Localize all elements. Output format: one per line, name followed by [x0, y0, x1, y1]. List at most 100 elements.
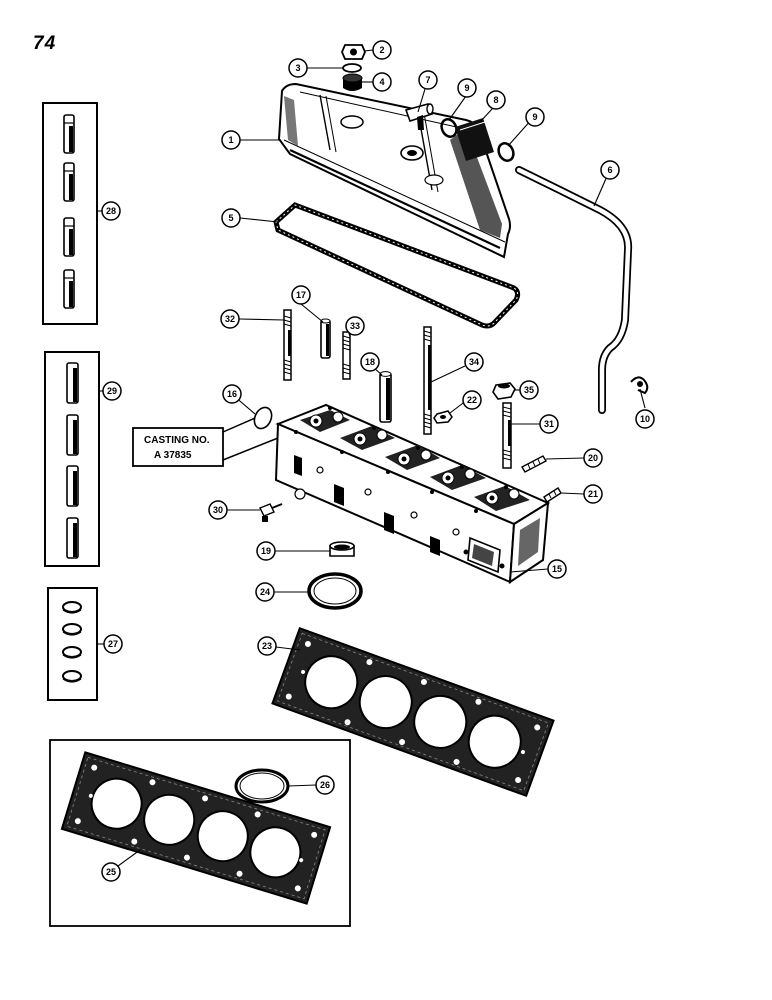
- callout-29: 29: [102, 381, 122, 401]
- svg-text:24: 24: [260, 587, 270, 597]
- part-5-cover-gasket: [273, 202, 521, 329]
- callout-23: 23: [257, 636, 277, 656]
- svg-text:26: 26: [320, 780, 330, 790]
- part-18-sleeve: [379, 371, 392, 423]
- callout-5: 5: [221, 208, 241, 228]
- part-9-hose-clamp-right: [497, 142, 515, 162]
- part-10-clip: [630, 376, 649, 395]
- callout-25: 25: [101, 862, 121, 882]
- svg-text:18: 18: [365, 357, 375, 367]
- callout-17: 17: [291, 285, 311, 305]
- callout-19: 19: [256, 541, 276, 561]
- svg-text:10: 10: [640, 414, 650, 424]
- part-33-stud: [342, 331, 351, 380]
- part-21-stud: [543, 487, 562, 503]
- callout-6: 6: [600, 160, 620, 180]
- svg-text:34: 34: [469, 357, 479, 367]
- svg-text:7: 7: [425, 75, 430, 85]
- svg-text:20: 20: [588, 453, 598, 463]
- callout-35: 35: [519, 380, 539, 400]
- part-4-grommet: [342, 73, 363, 91]
- svg-text:27: 27: [108, 639, 118, 649]
- svg-text:15: 15: [552, 564, 562, 574]
- callout-7: 7: [418, 70, 438, 90]
- part-17-dowel: [320, 318, 331, 359]
- svg-text:30: 30: [213, 505, 223, 515]
- svg-text:1: 1: [228, 135, 233, 145]
- part-20-stud: [521, 455, 547, 473]
- callout-30: 30: [208, 500, 228, 520]
- callout-26: 26: [315, 775, 335, 795]
- svg-text:16: 16: [227, 389, 237, 399]
- part-7-breather-tube: [404, 103, 434, 130]
- part-6-breather-pipe: [515, 166, 633, 414]
- callout-9-right: 9: [525, 107, 545, 127]
- svg-text:9: 9: [532, 112, 537, 122]
- part-31-stud: [502, 402, 512, 469]
- casting-number-label: CASTING NO. A 37835: [132, 417, 279, 467]
- part-16-expansion-plug: [253, 406, 273, 430]
- part-1-rocker-cover: [277, 82, 511, 259]
- svg-text:17: 17: [296, 290, 306, 300]
- svg-text:35: 35: [524, 385, 534, 395]
- kit-box-27: [47, 587, 98, 701]
- kit-box-29: [44, 351, 100, 567]
- part-23-head-gasket: [271, 626, 555, 798]
- svg-text:22: 22: [467, 395, 477, 405]
- svg-text:23: 23: [262, 641, 272, 651]
- callout-15: 15: [547, 559, 567, 579]
- callout-16: 16: [222, 384, 242, 404]
- callout-3: 3: [288, 58, 308, 78]
- svg-text:9: 9: [464, 83, 469, 93]
- part-34-long-stud: [423, 326, 432, 435]
- callout-27: 27: [103, 634, 123, 654]
- casting-label-line1: CASTING NO.: [144, 435, 210, 446]
- callout-9-left: 9: [457, 78, 477, 98]
- callout-10: 10: [635, 409, 655, 429]
- callouts: 2 3 4 1 7 9 8 9 6 10 5 28 32 17 33 18 34…: [101, 40, 655, 882]
- svg-text:6: 6: [607, 165, 612, 175]
- part-24-ring: [307, 572, 363, 610]
- svg-text:32: 32: [225, 314, 235, 324]
- leader-lines: [97, 49, 646, 867]
- callout-21: 21: [583, 484, 603, 504]
- callout-2: 2: [372, 40, 392, 60]
- part-32-stud: [283, 309, 292, 381]
- callout-22: 22: [462, 390, 482, 410]
- casting-label-line2: A 37835: [154, 450, 192, 461]
- svg-text:25: 25: [106, 867, 116, 877]
- part-19-seal: [329, 541, 355, 557]
- svg-text:28: 28: [106, 206, 116, 216]
- callout-18: 18: [360, 352, 380, 372]
- part-3-washer: [342, 63, 362, 73]
- svg-text:8: 8: [493, 95, 498, 105]
- svg-text:29: 29: [107, 386, 117, 396]
- svg-text:21: 21: [588, 489, 598, 499]
- gasket-kit-box: [49, 739, 351, 927]
- part-8-hose: [455, 118, 494, 161]
- page-number: 74: [33, 33, 57, 54]
- svg-text:31: 31: [544, 419, 554, 429]
- part-9-hose-clamp-left: [440, 118, 458, 138]
- svg-text:4: 4: [379, 77, 384, 87]
- svg-text:5: 5: [228, 213, 233, 223]
- callout-34: 34: [464, 352, 484, 372]
- callout-32: 32: [220, 309, 240, 329]
- svg-text:19: 19: [261, 546, 271, 556]
- part-35-nut: [492, 382, 516, 400]
- part-22-nut: [433, 410, 453, 424]
- part-15-cylinder-head: [274, 403, 551, 584]
- callout-31: 31: [539, 414, 559, 434]
- callout-8: 8: [486, 90, 506, 110]
- callout-24: 24: [255, 582, 275, 602]
- part-30-sender: [259, 503, 283, 522]
- svg-text:3: 3: [295, 63, 300, 73]
- svg-text:2: 2: [379, 45, 384, 55]
- callout-1: 1: [221, 130, 241, 150]
- callout-33: 33: [345, 316, 365, 336]
- kit-box-28: [42, 102, 98, 325]
- callout-4: 4: [372, 72, 392, 92]
- part-2-nut: [341, 44, 366, 60]
- svg-text:33: 33: [350, 321, 360, 331]
